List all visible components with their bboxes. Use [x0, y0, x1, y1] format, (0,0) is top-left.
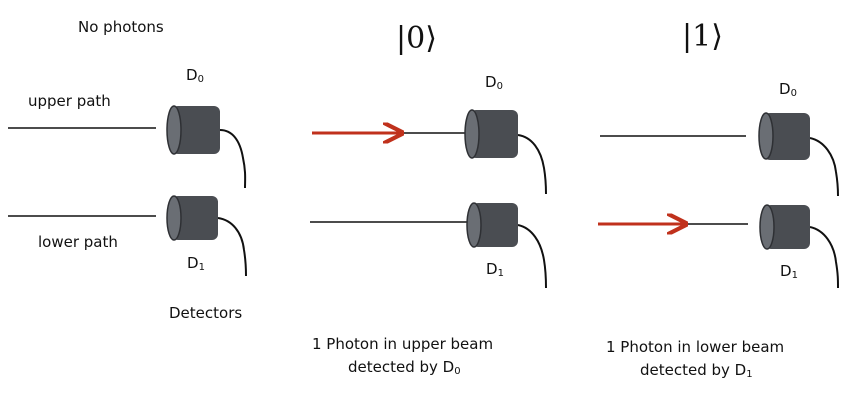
detector-face: [166, 195, 182, 241]
detector-d1: [166, 195, 247, 277]
upper-path-label: upper path: [28, 92, 111, 110]
detector-face: [166, 105, 182, 155]
detector-d0-label: D0: [779, 80, 797, 99]
panel-title: |1⟩: [682, 19, 723, 54]
detector-d0: [166, 105, 247, 189]
detector-d1-label: D1: [486, 260, 504, 279]
detector-d1: [759, 204, 839, 289]
caption-line-2: detected by D1: [640, 361, 753, 380]
detector-body: [472, 203, 518, 247]
detector-d0-label: D0: [186, 66, 204, 85]
detector-body: [172, 196, 218, 240]
detector-body: [764, 113, 810, 160]
detectors-caption: Detectors: [169, 304, 242, 322]
caption-line-1: 1 Photon in upper beam: [312, 335, 493, 353]
detector-d0: [758, 112, 839, 197]
detector-cable: [517, 224, 547, 289]
detector-cable: [809, 137, 839, 197]
detector-face: [464, 109, 480, 159]
detector-cable: [517, 134, 547, 195]
detector-d0: [464, 109, 547, 195]
detector-cable: [809, 226, 839, 289]
panel-title: |0⟩: [396, 21, 437, 56]
detector-face: [759, 204, 775, 250]
panel-ket-1: |1⟩ D0 D1 1 Photon in lower beam detecte…: [598, 19, 839, 380]
detector-body: [470, 110, 518, 158]
detector-cable: [219, 129, 247, 189]
caption-line-2: detected by D0: [348, 358, 461, 377]
detector-face: [758, 112, 774, 160]
detector-face: [466, 202, 482, 248]
detector-cable: [217, 217, 247, 277]
panel-no-photons: No photons upper path lower path D0 D1 D…: [8, 18, 247, 322]
detector-d1-label: D1: [187, 254, 205, 273]
panel-ket-0: |0⟩ D0 D1 1 Photon in upper beam detecte…: [310, 21, 547, 377]
detector-body: [172, 106, 220, 154]
detector-d0-label: D0: [485, 73, 503, 92]
detector-body: [765, 205, 810, 249]
panel-title: No photons: [78, 18, 164, 36]
lower-path-label: lower path: [38, 233, 118, 251]
detector-d1: [466, 202, 547, 289]
caption-line-1: 1 Photon in lower beam: [606, 338, 784, 356]
detector-d1-label: D1: [780, 262, 798, 281]
